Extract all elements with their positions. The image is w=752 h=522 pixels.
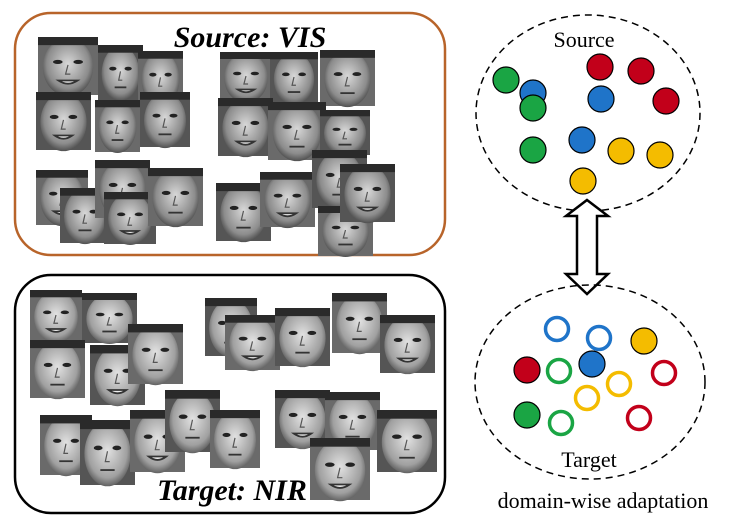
source-face-photo: [220, 52, 272, 103]
target-panel-border: [13, 273, 447, 515]
source-dot-blue-filled: [587, 85, 615, 113]
target-face-photo: [332, 293, 387, 355]
target-panel: Target: NIR: [13, 273, 447, 515]
target-dot-red-filled: [513, 356, 541, 384]
source-face-photo: [260, 172, 315, 229]
target-dot-blue-filled: [578, 350, 606, 378]
source-face-photo: [320, 110, 370, 156]
source-dot-green-filled: [519, 136, 547, 164]
target-dot-yellow-filled: [630, 327, 658, 355]
target-face-photo: [377, 410, 437, 474]
target-dot-green-hollow: [547, 409, 575, 437]
source-panel-title: Source: VIS: [174, 21, 327, 54]
source-dot-red-filled: [627, 57, 655, 85]
source-face-photo: [320, 50, 375, 108]
source-cluster-label: Source: [553, 27, 614, 52]
source-face-photo: [98, 45, 143, 102]
target-cluster: Target: [474, 284, 706, 480]
target-dot-blue-hollow: [543, 315, 571, 343]
source-dot-blue-filled: [568, 126, 596, 154]
double-arrow-icon: [562, 198, 612, 296]
target-face-photo: [128, 324, 183, 386]
source-panel: Source: VIS: [13, 11, 447, 257]
source-dot-yellow-filled: [569, 167, 597, 195]
target-face-photo: [275, 390, 330, 450]
source-dot-red-filled: [652, 87, 680, 115]
target-dot-yellow-hollow: [573, 384, 601, 412]
source-cluster: Source: [475, 14, 701, 212]
target-face-photo: [225, 315, 280, 372]
target-cluster-label: Target: [561, 447, 616, 472]
source-face-photo: [148, 168, 203, 228]
target-face-photo: [210, 410, 260, 470]
target-dots: [513, 315, 678, 437]
target-cluster-ellipse: [474, 284, 706, 480]
source-cluster-ellipse: [475, 14, 701, 212]
source-face-collage: [36, 37, 395, 257]
target-face-photo: [80, 420, 135, 487]
target-face-photo: [380, 315, 435, 375]
target-face-photo: [275, 308, 330, 368]
source-face-photo: [140, 92, 190, 149]
source-face-photo: [218, 98, 273, 158]
source-face-photo: [38, 37, 98, 97]
source-face-photo: [340, 164, 395, 224]
source-dot-green-filled: [519, 94, 547, 122]
target-dot-green-filled: [513, 401, 541, 429]
source-dots: [492, 53, 680, 195]
source-face-photo: [270, 52, 318, 106]
source-face-photo: [104, 192, 156, 246]
target-face-photo: [30, 340, 85, 400]
target-face-collage: [30, 290, 437, 502]
target-face-photo: [82, 293, 137, 344]
target-dot-red-hollow: [625, 404, 653, 432]
target-dot-yellow-hollow: [605, 370, 633, 398]
target-dot-green-hollow: [545, 357, 573, 385]
source-face-photo: [36, 92, 91, 152]
target-panel-title: Target: NIR: [157, 474, 307, 507]
source-panel-border: [13, 11, 447, 257]
target-face-photo: [30, 290, 82, 344]
source-dot-green-filled: [492, 66, 520, 94]
source-dot-yellow-filled: [646, 141, 674, 169]
source-face-photo: [268, 102, 326, 162]
source-dot-yellow-filled: [607, 137, 635, 165]
target-dot-blue-hollow: [585, 324, 613, 352]
caption: domain-wise adaptation: [498, 488, 709, 513]
target-face-photo: [165, 390, 220, 454]
target-face-photo: [310, 438, 370, 502]
source-dot-red-filled: [586, 53, 614, 81]
source-face-photo: [95, 100, 140, 154]
target-dot-red-hollow: [650, 359, 678, 387]
